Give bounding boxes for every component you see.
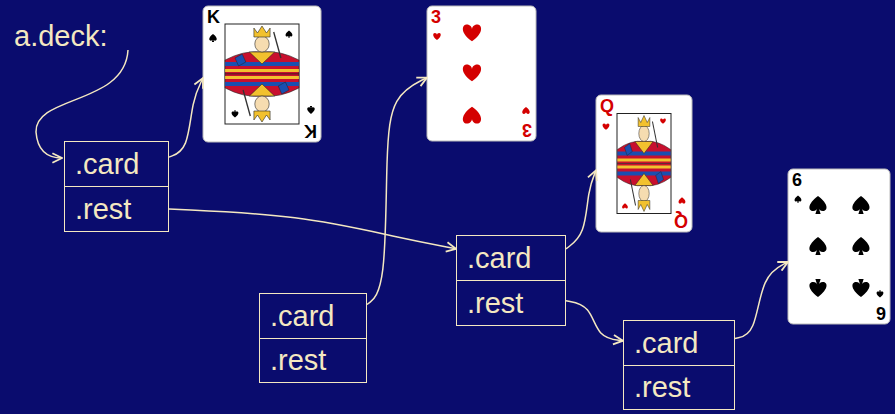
field-name: .rest (467, 289, 523, 318)
card-rank: 3 (431, 8, 441, 26)
suit-pip (622, 203, 628, 208)
card-rank: 6 (876, 304, 886, 322)
card-rank: 6 (792, 171, 802, 189)
figure-half (225, 26, 299, 74)
card-face (203, 6, 321, 142)
record-field-box: .card (259, 293, 367, 339)
field-name: .rest (270, 346, 326, 375)
field-name: .rest (75, 195, 131, 224)
king-card-picture (203, 6, 321, 142)
figure-frame (225, 24, 299, 124)
field-name: .card (75, 150, 139, 179)
suit-pip (522, 107, 530, 114)
figure-half (617, 116, 670, 164)
suit-pip (852, 237, 869, 255)
field-name: .card (634, 329, 698, 358)
figure-half (225, 74, 299, 122)
pointer-arrow (367, 78, 427, 305)
suit-pip (795, 195, 802, 202)
three-card-picture (427, 6, 536, 141)
suit-pip (660, 119, 666, 124)
suit-pip (433, 33, 441, 40)
record-field-box: .rest (456, 280, 566, 326)
suit-pip (209, 34, 217, 42)
pointer-arrow (169, 209, 456, 249)
record-field-box: .rest (259, 338, 367, 383)
card-face (596, 95, 692, 232)
suit-pip (307, 106, 315, 114)
suit-pip (852, 196, 869, 214)
six-card-picture (788, 169, 890, 324)
pointer-arrow (566, 170, 596, 248)
card-rank: K (207, 8, 220, 26)
suit-pip (463, 24, 481, 41)
card-rank: Q (674, 212, 688, 230)
pointer-arrow (735, 262, 788, 338)
suit-pip (809, 237, 826, 255)
record-field-box: .card (64, 141, 169, 187)
figure-half (617, 164, 670, 212)
suit-pip (809, 279, 826, 297)
queen-figure (617, 114, 671, 214)
suit-pip (603, 123, 610, 129)
record-field-box: .card (623, 320, 735, 366)
pointer-arrow (566, 301, 623, 341)
queen-card-picture (596, 95, 692, 232)
suit-pip (463, 107, 481, 124)
pointer-arrow (169, 78, 203, 157)
figure-frame (617, 114, 671, 214)
suit-pip (679, 197, 686, 203)
suit-pip (852, 279, 869, 297)
suit-pip (809, 196, 826, 214)
field-name: .card (467, 244, 531, 273)
card-face (427, 6, 536, 141)
suit-pip (463, 64, 481, 81)
field-name: .rest (634, 373, 690, 402)
suit-pip (877, 290, 884, 297)
card-rank: Q (600, 97, 614, 115)
suit-pip (232, 110, 239, 117)
field-name: .card (270, 302, 334, 331)
card-rank: K (304, 122, 317, 140)
record-field-box: .card (456, 235, 566, 281)
variable-name: a.deck: (14, 22, 108, 51)
playing-card: 66 (788, 169, 890, 324)
record-field-box: .rest (64, 186, 169, 232)
playing-card: 33 (427, 6, 536, 141)
suit-pip (286, 30, 293, 37)
playing-card: QQ (596, 95, 692, 232)
card-rank: 3 (522, 121, 532, 139)
card-face (788, 169, 890, 324)
playing-card: KK (203, 6, 321, 142)
record-field-box: .rest (623, 365, 735, 410)
king-figure (225, 24, 299, 124)
